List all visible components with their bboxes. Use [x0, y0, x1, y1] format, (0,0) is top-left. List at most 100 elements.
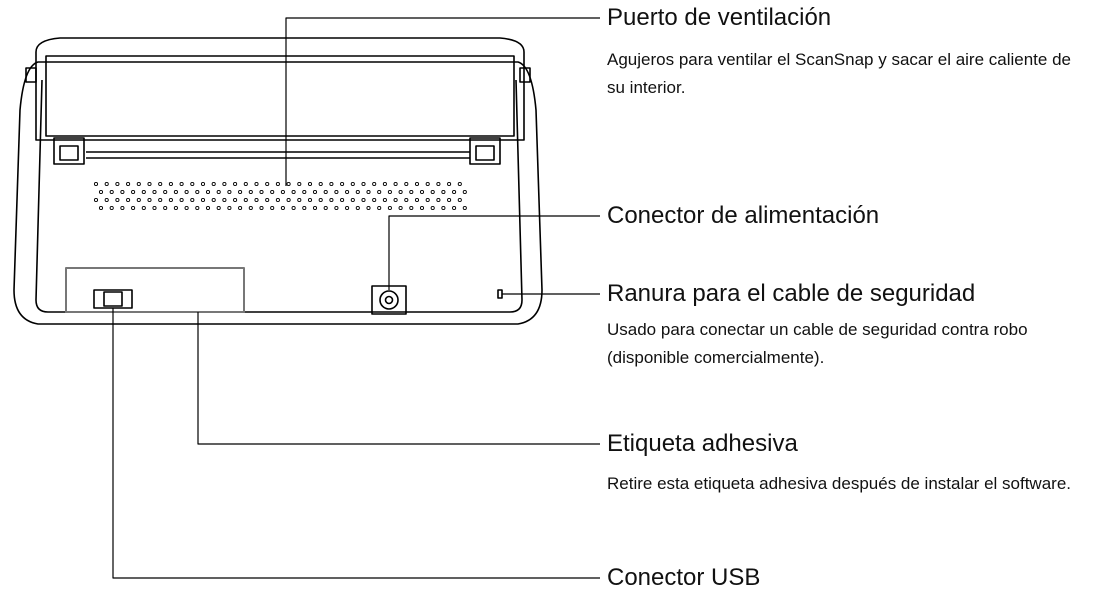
vent-hole: [430, 205, 435, 211]
vent-hole: [366, 189, 371, 195]
ventilation-holes: [93, 181, 467, 211]
vent-hole: [120, 205, 125, 211]
vent-hole: [447, 197, 452, 203]
leader-line-sticker: [197, 312, 600, 445]
vent-hole: [184, 205, 189, 211]
vent-hole: [104, 181, 109, 187]
scanner-top-cover-inner: [45, 55, 515, 137]
side-latch-left: [25, 67, 37, 83]
vent-hole: [270, 189, 275, 195]
vent-hole: [243, 197, 248, 203]
vent-hole: [297, 181, 302, 187]
vent-hole: [243, 181, 248, 187]
vent-hole: [238, 189, 243, 195]
vent-hole: [307, 197, 313, 203]
vent-hole: [361, 197, 366, 203]
vent-hole: [280, 189, 285, 195]
security-slot: [497, 289, 503, 299]
vent-hole: [291, 205, 296, 211]
vent-hole: [393, 197, 398, 203]
hinge-right: [469, 137, 501, 165]
vent-hole: [452, 205, 457, 211]
vent-hole: [233, 197, 238, 203]
vent-hole: [254, 197, 259, 203]
callout-ventilation-description: Agujeros para ventilar el ScanSnap y sac…: [607, 50, 1071, 97]
vent-hole: [447, 181, 452, 187]
vent-hole: [275, 181, 280, 187]
vent-hole: [147, 181, 152, 187]
vent-hole: [404, 197, 409, 203]
vent-hole: [355, 205, 360, 211]
vent-hole: [136, 181, 141, 187]
vent-hole: [109, 205, 114, 211]
scanner-top-cover: [35, 37, 525, 141]
vent-hole: [93, 197, 99, 203]
vent-hole: [179, 197, 184, 203]
vent-hole: [120, 189, 125, 195]
vent-hole: [136, 197, 141, 203]
vent-hole: [131, 205, 136, 211]
vent-hole: [98, 189, 104, 195]
vent-hole: [329, 181, 334, 187]
scanner-body-inner: [35, 79, 523, 313]
vent-hole: [462, 189, 467, 195]
vent-hole: [158, 181, 163, 187]
power-connector-pin: [384, 295, 394, 305]
vent-hole: [377, 205, 382, 211]
vent-hole: [259, 205, 264, 211]
vent-hole: [205, 189, 211, 195]
callout-ventilation-title: Puerto de ventilación: [607, 4, 832, 31]
vent-hole: [280, 205, 285, 211]
vent-hole: [93, 181, 99, 187]
vent-hole: [393, 181, 398, 187]
leader-line-ventilation: [285, 17, 600, 186]
callout-sticker-description: Retire esta etiqueta adhesiva después de…: [607, 474, 1071, 493]
vent-hole: [158, 197, 163, 203]
vent-hole: [141, 189, 146, 195]
vent-hole: [409, 189, 414, 195]
leader-line-usb: [112, 308, 600, 579]
vent-hole: [216, 189, 221, 195]
callout-usb-title: Conector USB: [607, 564, 761, 591]
vent-hole: [419, 205, 425, 211]
vent-hole: [340, 197, 345, 203]
vent-hole: [419, 189, 425, 195]
vent-hole: [398, 189, 403, 195]
vent-hole: [265, 181, 270, 187]
vent-hole: [168, 181, 173, 187]
vent-hole: [286, 197, 291, 203]
vent-hole: [254, 181, 259, 187]
vent-hole: [286, 181, 291, 187]
vent-hole: [318, 181, 323, 187]
vent-hole: [270, 205, 275, 211]
vent-hole: [430, 189, 435, 195]
vent-hole: [436, 197, 441, 203]
vent-hole: [372, 181, 377, 187]
vent-hole: [345, 205, 350, 211]
vent-hole: [238, 205, 243, 211]
vent-hole: [233, 181, 238, 187]
vent-hole: [195, 189, 200, 195]
vent-hole: [462, 205, 467, 211]
vent-hole: [131, 189, 136, 195]
vent-hole: [334, 205, 339, 211]
vent-hole: [291, 189, 296, 195]
usb-connector-port: [103, 291, 123, 307]
callout-security-title: Ranura para el cable de seguridad: [607, 280, 976, 307]
vent-hole: [216, 205, 221, 211]
hinge-left: [53, 137, 85, 165]
vent-hole: [414, 197, 420, 203]
vent-hole: [312, 205, 318, 211]
vent-hole: [452, 189, 457, 195]
vent-hole: [457, 181, 462, 187]
vent-hole: [387, 205, 392, 211]
vent-hole: [211, 181, 216, 187]
vent-hole: [355, 189, 360, 195]
vent-hole: [366, 205, 371, 211]
vent-hole: [163, 189, 168, 195]
vent-hole: [318, 197, 323, 203]
vent-hole: [126, 197, 131, 203]
vent-hole: [436, 181, 441, 187]
vent-hole: [104, 197, 109, 203]
